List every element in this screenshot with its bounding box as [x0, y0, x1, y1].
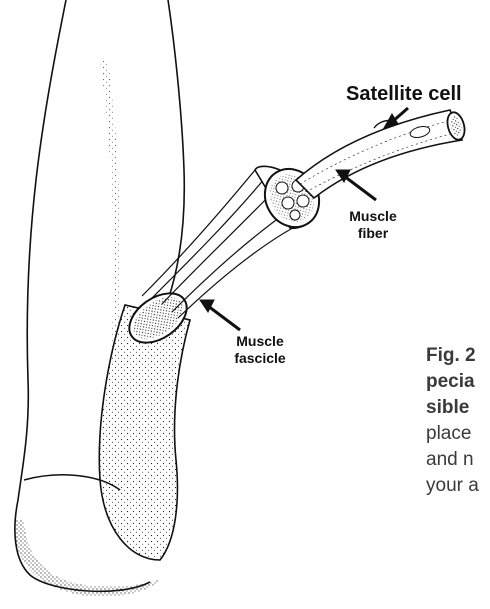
caption-line-4: place [426, 421, 490, 447]
caption-line-3: sible [426, 395, 490, 421]
label-muscle-fiber-line2: fiber [338, 225, 408, 242]
label-satellite-cell: Satellite cell [346, 82, 462, 106]
label-muscle-fiber: Muscle fiber [338, 208, 408, 242]
caption-line-2: pecia [426, 369, 490, 395]
caption-line-1: Fig. 2 [426, 343, 490, 369]
label-muscle-fiber-line1: Muscle [338, 208, 408, 225]
caption-line-5: and n [426, 447, 490, 473]
arrow-muscle-fiber [344, 176, 376, 200]
figure-caption: Fig. 2 pecia sible place and n your a [426, 343, 490, 499]
label-muscle-fascicle-line2: fascicle [220, 350, 300, 367]
leg-back-shading [100, 60, 121, 360]
label-muscle-fascicle: Muscle fascicle [220, 333, 300, 367]
arrow-muscle-fascicle [208, 306, 240, 330]
caption-line-6: your a [426, 473, 490, 499]
label-muscle-fascicle-line1: Muscle [220, 333, 300, 350]
muscle-fiber [296, 110, 467, 198]
